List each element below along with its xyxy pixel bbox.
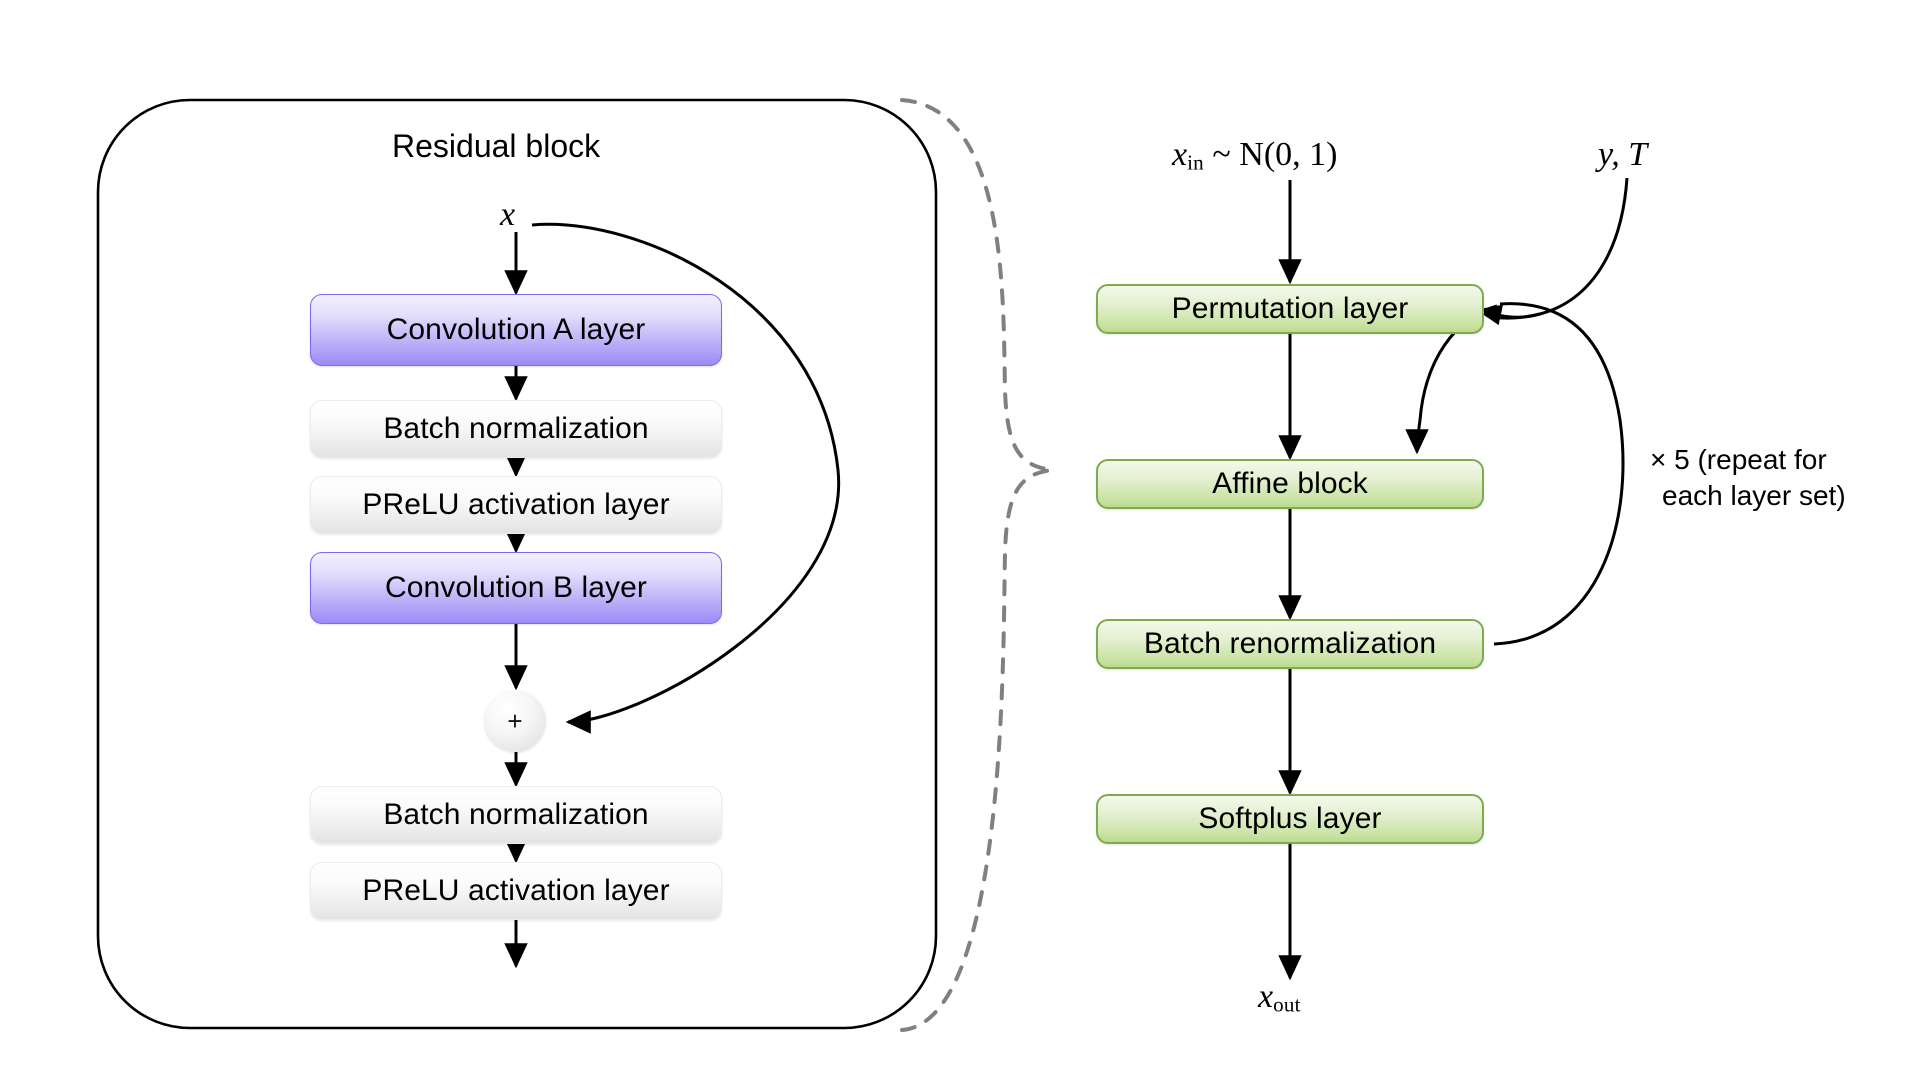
input-distribution-subscript: in xyxy=(1187,150,1204,175)
arrow-condition-to-permutation xyxy=(1483,177,1629,320)
node-prelu-activation-layer-1[interactable]: PReLU activation layer xyxy=(310,476,722,534)
arrow-renorm-feedback-loop xyxy=(1493,302,1625,646)
residual-add-node[interactable]: + xyxy=(484,690,546,752)
conditioning-input-label: y, T xyxy=(1598,136,1648,173)
node-batch-renormalization[interactable]: Batch renormalization xyxy=(1096,619,1484,669)
repeat-annotation: × 5 (repeat for each layer set) xyxy=(1650,442,1900,514)
residual-skip-connection xyxy=(531,222,841,734)
input-symbol-x: x xyxy=(500,196,516,233)
repeat-annotation-line-1: × 5 (repeat for xyxy=(1650,444,1827,475)
node-batch-normalization-1[interactable]: Batch normalization xyxy=(310,400,722,458)
repeat-annotation-line-2: each layer set) xyxy=(1662,479,1846,511)
input-distribution-x: x xyxy=(1172,136,1188,173)
input-distribution-label: xin ~ N(0, 1) xyxy=(1172,136,1337,176)
node-prelu-activation-layer-2[interactable]: PReLU activation layer xyxy=(310,862,722,920)
dashed-brace-lower xyxy=(900,468,1054,1032)
node-affine-block[interactable]: Affine block xyxy=(1096,459,1484,509)
output-label-subscript: out xyxy=(1273,992,1301,1017)
output-label-x: x xyxy=(1258,978,1274,1015)
node-batch-normalization-2[interactable]: Batch normalization xyxy=(310,786,722,844)
output-label: xout xyxy=(1258,978,1301,1018)
residual-block-outline xyxy=(96,98,938,1030)
node-permutation-layer[interactable]: Permutation layer xyxy=(1096,284,1484,334)
node-softplus-layer[interactable]: Softplus layer xyxy=(1096,794,1484,844)
residual-block-heading: Residual block xyxy=(392,128,601,164)
dashed-brace-upper xyxy=(900,98,1054,472)
node-convolution-b-layer[interactable]: Convolution B layer xyxy=(310,552,722,624)
node-convolution-a-layer[interactable]: Convolution A layer xyxy=(310,294,722,366)
input-distribution-rest: ~ N(0, 1) xyxy=(1203,136,1338,173)
